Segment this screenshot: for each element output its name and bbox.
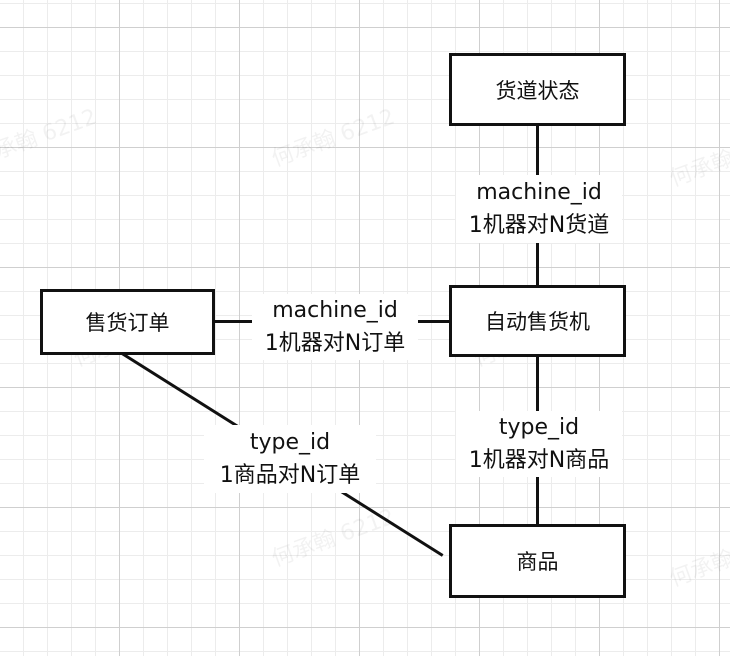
edge-relation: 1机器对N货道 <box>468 213 610 238</box>
watermark: 何承翰 6212 <box>268 504 399 573</box>
edge-key: machine_id <box>272 298 398 323</box>
node-vending-machine[interactable]: 自动售货机 <box>449 285 626 357</box>
edge-relation: 1机器对N商品 <box>468 448 610 473</box>
watermark: 何承翰 6212 <box>666 125 730 193</box>
edge-relation: 1商品对N订单 <box>219 463 361 488</box>
node-channel-status[interactable]: 货道状态 <box>449 53 626 126</box>
node-label: 自动售货机 <box>485 310 590 334</box>
edge-key: machine_id <box>476 180 602 205</box>
node-label: 商品 <box>516 550 559 574</box>
node-label: 售货订单 <box>85 311 170 335</box>
watermark: 何承翰 6212 <box>0 104 101 173</box>
edge-relation: 1机器对N订单 <box>264 331 406 356</box>
edge-key: type_id <box>249 430 331 455</box>
edge-label-machine-channel: machine_id 1机器对N货道 <box>456 175 622 243</box>
node-sales-order[interactable]: 售货订单 <box>40 289 215 355</box>
watermark: 何承翰 6212 <box>666 525 730 593</box>
edge-label-machine-order: machine_id 1机器对N订单 <box>252 294 418 360</box>
node-product[interactable]: 商品 <box>449 524 626 598</box>
edge-key: type_id <box>498 415 580 440</box>
edge-label-product-order: type_id 1商品对N订单 <box>204 425 376 493</box>
edge-label-machine-product: type_id 1机器对N商品 <box>456 411 622 477</box>
watermark: 何承翰 6212 <box>268 104 399 173</box>
node-label: 货道状态 <box>495 78 580 103</box>
